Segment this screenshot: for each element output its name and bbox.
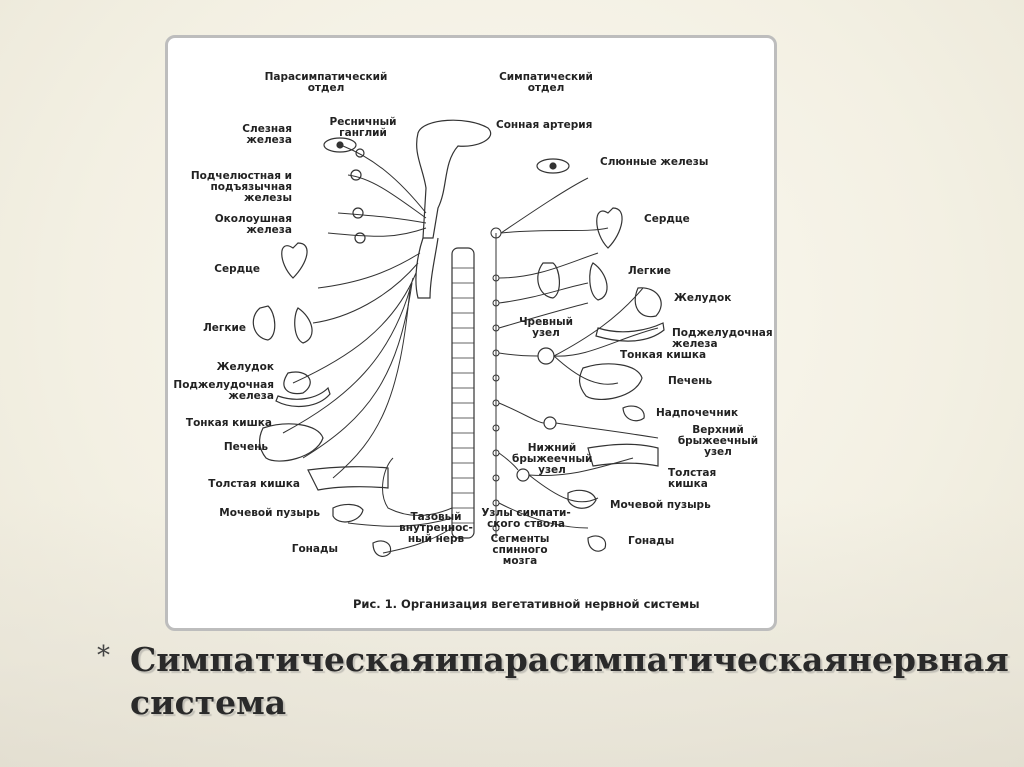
title-word-1: Симпатическая bbox=[130, 640, 435, 679]
colon-left bbox=[307, 466, 389, 491]
bladder-right bbox=[567, 489, 597, 509]
title-word-4: нервная bbox=[847, 640, 1009, 679]
label-liver-right: Печень bbox=[668, 375, 713, 387]
label-small-intestine-right: Тонкая кишка bbox=[620, 349, 707, 361]
label-stomach-right: Желудок bbox=[674, 292, 732, 304]
adrenal-right bbox=[622, 405, 645, 422]
sympathetic-nerves bbox=[498, 177, 659, 529]
header-sympathetic: Симпатический отдел bbox=[499, 71, 593, 94]
slide-title-line-2: система bbox=[130, 683, 287, 722]
title-word-3: парасимпатическая bbox=[459, 640, 848, 679]
label-colon-right: Толстая кишка bbox=[668, 467, 717, 490]
diagram-figure: Парасимпатический отдел Симпатический от… bbox=[165, 35, 777, 631]
cranial-ganglia bbox=[350, 148, 366, 244]
label-bladder-right: Мочевой пузырь bbox=[610, 499, 711, 511]
eye-right bbox=[536, 158, 570, 174]
label-pelvic-nerve: Тазовый внутреннос- ный нерв bbox=[399, 511, 473, 545]
label-lungs-left: Легкие bbox=[203, 322, 246, 334]
eye-left bbox=[323, 137, 357, 153]
label-celiac-ganglion: Чревный узел bbox=[519, 316, 573, 339]
label-pancreas-right: Поджелудочная железа bbox=[672, 327, 773, 350]
label-adrenal: Надпочечник bbox=[656, 407, 739, 419]
label-heart-right: Сердце bbox=[644, 213, 690, 225]
colon-right bbox=[587, 443, 659, 467]
label-gonads-left: Гонады bbox=[291, 543, 338, 555]
liver-right bbox=[579, 363, 643, 400]
nervous-system-drawing bbox=[252, 119, 665, 557]
lungs-right bbox=[537, 262, 608, 301]
label-sympathetic-ganglia: Узлы симпати- ского ствола bbox=[481, 507, 571, 530]
spinal-cord bbox=[451, 247, 475, 539]
label-spinal-segments: Сегменты спинного мозга bbox=[490, 533, 550, 567]
label-lungs-right: Легкие bbox=[628, 265, 671, 277]
label-gonads-right: Гонады bbox=[628, 535, 675, 547]
label-liver-left: Печень bbox=[223, 441, 268, 453]
label-ciliary-ganglion: Ресничный ганглий bbox=[329, 116, 397, 139]
slide-title-line-1: Симпатическая и парасимпатическая нервна… bbox=[130, 640, 1009, 679]
celiac-ganglion bbox=[537, 347, 555, 365]
figure-caption: Рис. 1. Организация вегетативной нервной… bbox=[353, 597, 700, 611]
liver-left bbox=[259, 423, 324, 462]
pancreas-left bbox=[275, 386, 331, 408]
parasympathetic-nerves bbox=[282, 145, 453, 554]
brainstem-shape bbox=[415, 237, 439, 299]
superior-mesenteric-ganglion bbox=[543, 416, 557, 430]
heart-right bbox=[596, 207, 623, 249]
heart-left bbox=[281, 242, 308, 279]
label-parotid-gland: Околоушная железа bbox=[214, 213, 292, 236]
label-colon-left: Толстая кишка bbox=[208, 478, 300, 490]
label-salivary-glands: Слюнные железы bbox=[600, 156, 709, 168]
brain-shape bbox=[416, 119, 492, 239]
title-word-2: и bbox=[434, 640, 460, 679]
bullet-marker: * bbox=[97, 641, 110, 671]
pancreas-right bbox=[595, 322, 665, 342]
label-lacrimal-gland: Слезная железа bbox=[242, 123, 292, 146]
stomach-right bbox=[634, 287, 662, 318]
sympathetic-trunk bbox=[490, 227, 502, 538]
gonads-right bbox=[587, 535, 607, 552]
label-small-intestine-left: Тонкая кишка bbox=[185, 417, 272, 429]
lungs-left bbox=[252, 305, 313, 344]
label-superior-mesenteric-ganglion: Верхний брыжеечный узел bbox=[677, 424, 759, 458]
bladder-left bbox=[332, 503, 364, 523]
label-bladder-left: Мочевой пузырь bbox=[219, 507, 320, 519]
stomach-left bbox=[283, 371, 311, 395]
label-pancreas-left: Поджелудочная железа bbox=[173, 379, 274, 402]
label-heart-left: Сердце bbox=[214, 263, 260, 275]
label-submandibular-glands: Подчелюстная и подъязычная железы bbox=[190, 170, 292, 204]
header-parasympathetic: Парасимпатический отдел bbox=[264, 71, 388, 94]
spinal-segments bbox=[452, 267, 474, 524]
label-stomach-left: Желудок bbox=[216, 361, 274, 373]
label-carotid-artery: Сонная артерия bbox=[496, 119, 593, 131]
label-inferior-mesenteric-ganglion: Нижний брыжеечный узел bbox=[512, 442, 593, 476]
gonads-left bbox=[372, 540, 392, 557]
